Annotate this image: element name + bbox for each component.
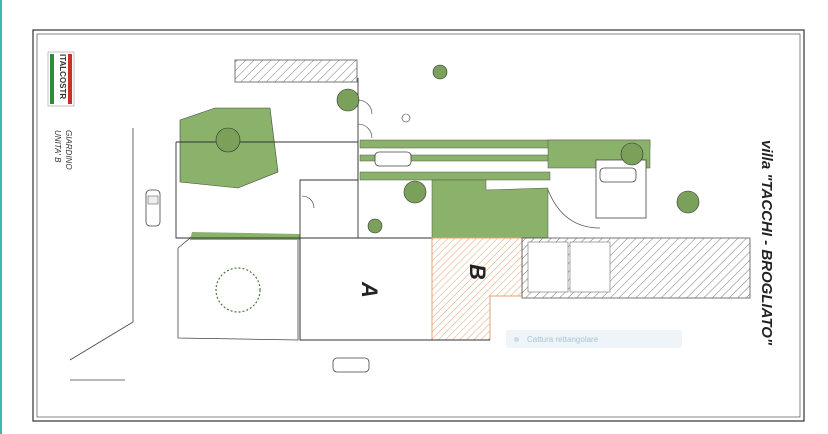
garden-unit-b	[431, 179, 549, 239]
tree-4	[432, 64, 448, 80]
garden-strip-lower	[190, 232, 300, 240]
logo-text: ITALCOSTR	[58, 54, 67, 99]
car-garage	[599, 167, 637, 183]
capture-icon	[514, 336, 519, 342]
capture-tooltip-label: Cattura rettangolare	[527, 334, 599, 344]
tree-7	[620, 142, 644, 166]
sheet-frame-inner	[36, 33, 801, 418]
road-edge-left	[69, 128, 134, 361]
unit-b-area	[431, 237, 523, 341]
unit-a-area	[299, 237, 433, 341]
car-left	[145, 189, 161, 227]
garden-label: GIARDINO	[64, 130, 73, 170]
tree-5	[403, 180, 427, 204]
tree-6	[367, 218, 383, 234]
tree-3	[336, 88, 360, 112]
drawing-title: villa "TACCHI - BROGLIATO"	[758, 140, 775, 346]
tree-1	[215, 127, 241, 153]
company-logo: ITALCOSTR	[47, 51, 75, 107]
north-symbol	[401, 113, 411, 123]
hatched-strip-top	[234, 59, 358, 83]
unit-a-label: A	[357, 281, 382, 298]
viewer-accent-border	[0, 0, 2, 434]
sheet-frame-outer	[32, 29, 805, 422]
capture-tooltip[interactable]: Cattura rettangolare	[506, 330, 682, 348]
path-strip-3	[359, 171, 551, 181]
unit-b-garden-label: UNITA' B	[53, 130, 62, 163]
tree-2	[215, 267, 261, 313]
car-driveway	[374, 151, 412, 167]
tree-8	[676, 190, 700, 214]
unit-b-label: B	[465, 264, 490, 280]
car-bottom	[332, 357, 370, 373]
